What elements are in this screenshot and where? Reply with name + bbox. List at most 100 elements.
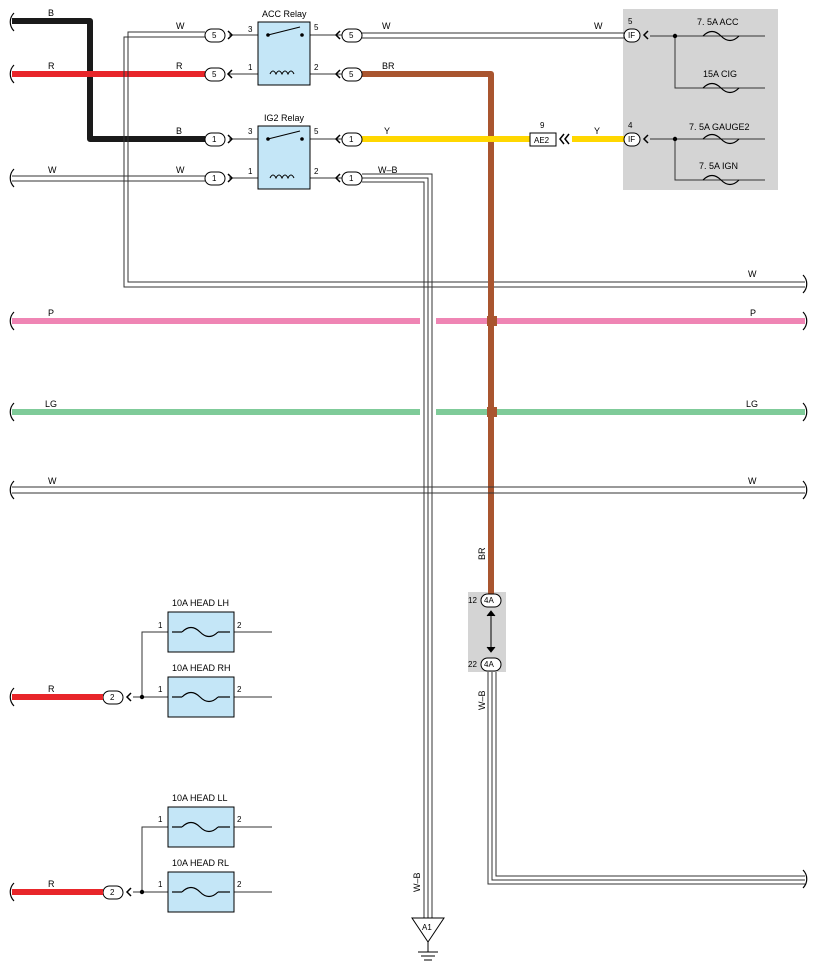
wire-b xyxy=(12,18,205,142)
head-lh-label: 10A HEAD LH xyxy=(172,598,229,608)
wire-w-acc-out xyxy=(362,32,625,39)
svg-text:IF: IF xyxy=(628,31,635,40)
label-w-mid: W xyxy=(176,165,185,175)
acc-relay-name: ACC Relay xyxy=(262,9,307,19)
junction-block: IF 5 IF 4 7. 5A ACC 15A CIG 7. 5A GAUGE2… xyxy=(623,17,765,186)
fuse-ign-label: 7. 5A IGN xyxy=(699,161,738,171)
acc-relay-pin3: 3 xyxy=(248,25,253,34)
label-y-out2: Y xyxy=(594,126,600,136)
conn-head-lower-2: 2 xyxy=(102,885,132,900)
wire-br xyxy=(362,71,494,594)
conn-ig2-out-1: 1 xyxy=(334,132,363,147)
svg-text:4: 4 xyxy=(628,121,633,130)
fuse-gauge2-label: 7. 5A GAUGE2 xyxy=(689,122,750,132)
svg-text:1: 1 xyxy=(158,880,163,889)
svg-text:2: 2 xyxy=(237,815,242,824)
wire-w-left xyxy=(12,175,205,182)
svg-text:5: 5 xyxy=(212,31,217,40)
svg-text:1: 1 xyxy=(158,621,163,630)
svg-text:5: 5 xyxy=(212,70,217,79)
svg-text:1: 1 xyxy=(349,174,354,183)
connectors: 5 5 1 1 5 5 1 xyxy=(102,28,363,900)
label-w4-right: W xyxy=(748,476,757,486)
junction-4a: 4A 12 4A 22 xyxy=(468,593,502,672)
ae2-connector: AE2 9 xyxy=(529,121,570,147)
label-r-left: R xyxy=(48,61,55,71)
svg-text:5: 5 xyxy=(628,17,633,26)
crossing-fix xyxy=(423,310,433,500)
svg-text:1: 1 xyxy=(212,174,217,183)
head-fuse-group-lower: 10A HEAD LL 1 2 10A HEAD RL 1 2 xyxy=(12,793,272,913)
fuse-cig-label: 15A CIG xyxy=(703,69,737,79)
label-wb-vert-ground: W–B xyxy=(412,872,422,892)
if-connector-bottom: IF 4 xyxy=(623,121,649,147)
svg-text:1: 1 xyxy=(158,685,163,694)
svg-text:4A: 4A xyxy=(484,596,494,605)
head-rh-label: 10A HEAD RH xyxy=(172,663,231,673)
svg-text:2: 2 xyxy=(237,621,242,630)
svg-text:1: 1 xyxy=(349,135,354,144)
label-wb-vert-4a: W–B xyxy=(477,690,487,710)
head-ll-label: 10A HEAD LL xyxy=(172,793,228,803)
svg-text:AE2: AE2 xyxy=(534,136,550,145)
svg-text:2: 2 xyxy=(237,685,242,694)
svg-text:5: 5 xyxy=(349,70,354,79)
svg-text:1: 1 xyxy=(212,135,217,144)
acc-relay: ACC Relay 3 5 1 2 xyxy=(229,9,344,86)
ig2-relay-name: IG2 Relay xyxy=(264,113,305,123)
svg-text:22: 22 xyxy=(468,660,477,669)
ig2-relay-pin1: 1 xyxy=(248,167,253,176)
conn-ig2-coil-1: 1 xyxy=(204,171,234,186)
conn-ig2-in-1: 1 xyxy=(204,132,234,147)
acc-relay-pin1: 1 xyxy=(248,63,253,72)
ig2-relay-pin3: 3 xyxy=(248,127,253,136)
conn-acc-out-5: 5 xyxy=(334,28,363,43)
wire-w-loop xyxy=(123,31,805,288)
fuse-acc-label: 7. 5A ACC xyxy=(697,17,739,27)
label-b-mid: B xyxy=(176,126,182,136)
conn-ig2-out2-1: 1 xyxy=(334,171,363,186)
ig2-relay: IG2 Relay 3 5 1 2 xyxy=(229,113,344,190)
wire-wb-4a xyxy=(487,672,805,885)
acc-relay-pin5: 5 xyxy=(314,23,319,32)
label-wb-out: W–B xyxy=(378,165,398,175)
svg-text:9: 9 xyxy=(540,121,545,130)
label-w4-left: W xyxy=(48,476,57,486)
label-w-top: W xyxy=(176,21,185,31)
svg-text:1: 1 xyxy=(158,815,163,824)
wire-wb-ground xyxy=(362,173,433,918)
label-w-left: W xyxy=(48,165,57,175)
label-r-mid: R xyxy=(176,61,183,71)
label-r-head-upper: R xyxy=(48,684,55,694)
svg-text:IF: IF xyxy=(628,135,635,144)
label-lg-left: LG xyxy=(45,399,57,409)
conn-acc-out2-5: 5 xyxy=(334,67,363,82)
label-w-acc-out: W xyxy=(382,21,391,31)
label-b-left: B xyxy=(48,8,54,18)
wire-w-bus xyxy=(12,486,805,494)
svg-text:12: 12 xyxy=(468,596,477,605)
svg-text:5: 5 xyxy=(349,31,354,40)
svg-text:2: 2 xyxy=(110,693,115,702)
label-w-loop: W xyxy=(748,269,757,279)
label-p-right: P xyxy=(750,308,756,318)
conn-head-upper-2: 2 xyxy=(102,690,132,705)
label-lg-right: LG xyxy=(746,399,758,409)
conn-acc-in-5: 5 xyxy=(204,28,234,43)
wire-labels: B R W W R B W W W BR Y Y W–B W P P LG LG… xyxy=(45,8,758,892)
svg-text:A1: A1 xyxy=(422,923,432,932)
label-y-out: Y xyxy=(384,126,390,136)
label-r-head-lower: R xyxy=(48,879,55,889)
label-br-vert: BR xyxy=(477,547,487,560)
svg-text:4A: 4A xyxy=(484,660,494,669)
head-rl-label: 10A HEAD RL xyxy=(172,858,229,868)
ig2-relay-pin2: 2 xyxy=(314,167,319,176)
label-p-left: P xyxy=(48,308,54,318)
junction-block-box xyxy=(623,9,778,190)
label-w-acc-out2: W xyxy=(594,21,603,31)
svg-text:2: 2 xyxy=(237,880,242,889)
if-connector-top: IF 5 xyxy=(623,17,649,43)
conn-acc-coil-5: 5 xyxy=(204,67,233,82)
